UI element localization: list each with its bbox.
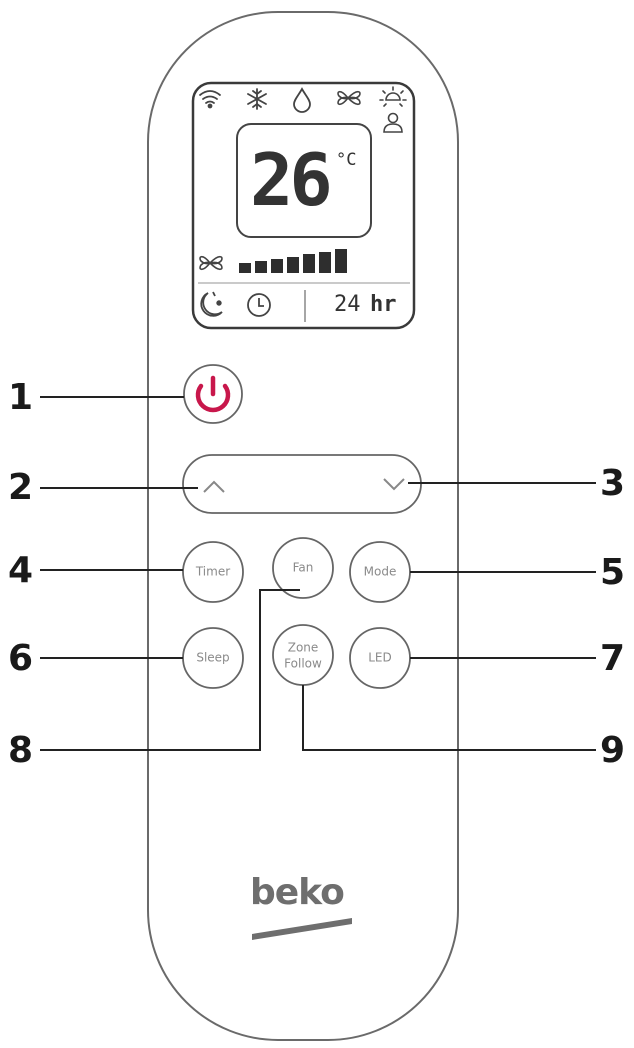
zone-follow-button[interactable] bbox=[272, 624, 334, 686]
brand-underline bbox=[252, 918, 352, 940]
chevron-up-icon[interactable] bbox=[203, 480, 225, 493]
zone-label-line2: Follow bbox=[284, 656, 322, 671]
callout-3: 3 bbox=[600, 463, 626, 504]
callout-2: 2 bbox=[8, 467, 34, 508]
snowflake-icon bbox=[247, 88, 267, 110]
timer-value: 24 bbox=[334, 292, 361, 317]
callout-7: 7 bbox=[600, 638, 626, 679]
temperature-unit: °C bbox=[336, 150, 357, 170]
sleep-label: Sleep bbox=[196, 650, 230, 665]
clock-icon bbox=[247, 293, 271, 317]
callout-6: 6 bbox=[8, 638, 34, 679]
brand-logo: beko bbox=[250, 872, 345, 913]
timer-unit: hr bbox=[370, 292, 397, 317]
callout-4: 4 bbox=[8, 550, 34, 591]
person-icon bbox=[383, 112, 403, 133]
sun-icon bbox=[379, 86, 407, 107]
callout-5: 5 bbox=[600, 552, 626, 593]
drop-icon bbox=[293, 87, 311, 113]
power-button[interactable] bbox=[183, 364, 243, 424]
power-icon bbox=[195, 375, 231, 413]
sleep-moon-icon bbox=[200, 291, 223, 317]
timer-label: Timer bbox=[195, 564, 231, 579]
temperature-value: 26 bbox=[250, 138, 333, 222]
callout-9: 9 bbox=[600, 730, 626, 771]
mode-label: Mode bbox=[363, 564, 397, 579]
led-label: LED bbox=[368, 650, 392, 665]
callout-8: 8 bbox=[8, 730, 34, 771]
wifi-icon bbox=[199, 90, 221, 109]
zone-label-line1: Zone bbox=[287, 640, 319, 655]
chevron-down-icon[interactable] bbox=[383, 478, 405, 491]
fan-label: Fan bbox=[292, 560, 314, 575]
fan-speed-bars bbox=[239, 249, 347, 273]
fan-speed-icon bbox=[199, 255, 223, 271]
fan-icon bbox=[337, 90, 361, 106]
callout-lines bbox=[40, 396, 596, 751]
up-down-rocker bbox=[182, 454, 422, 514]
timer-button[interactable] bbox=[182, 541, 244, 603]
lcd-display bbox=[191, 81, 416, 330]
fan-button[interactable] bbox=[272, 537, 334, 599]
callout-1: 1 bbox=[8, 377, 34, 418]
